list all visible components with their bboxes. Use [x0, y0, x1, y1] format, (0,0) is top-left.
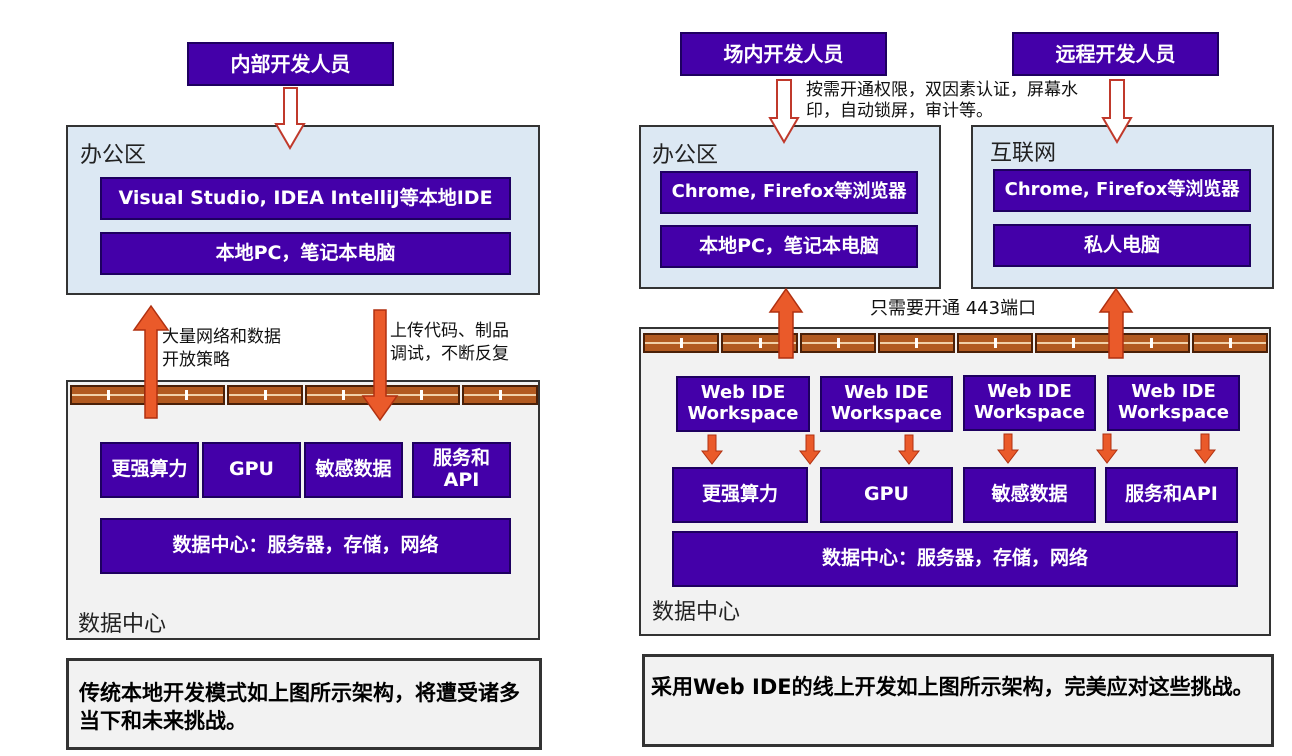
left-datacenter-label: 数据中心 [78, 612, 167, 637]
local-ide-box: Visual Studio, IDEA IntelliJ等本地IDE [100, 177, 511, 220]
right-datacenter-base-box: 数据中心：服务器，存储，网络 [672, 531, 1238, 587]
web-ide-workspace-2: Web IDE Workspace [820, 376, 953, 432]
local-pc-box: 本地PC，笔记本电脑 [100, 232, 511, 275]
port-443-note: 只需要开通 443端口 [870, 298, 1037, 319]
right-datacenter-label: 数据中心 [652, 600, 741, 625]
arrow-up-icon [768, 287, 804, 359]
web-ide-workspace-1: Web IDE Workspace [676, 376, 810, 432]
right-office-label: 办公区 [652, 143, 719, 168]
left-note-network-policy: 大量网络和数据 开放策略 [162, 327, 281, 370]
private-pc-box: 私人电脑 [993, 224, 1251, 267]
left-office-label: 办公区 [80, 143, 147, 168]
right-compute-box: 更强算力 [672, 467, 808, 523]
right-gpu-box: GPU [820, 467, 953, 523]
right-sensitive-data-box: 敏感数据 [963, 467, 1096, 523]
arrow-down-icon [1101, 79, 1133, 144]
arrow-down-icon [700, 434, 724, 465]
arrow-down-icon [996, 433, 1020, 464]
internal-developer-box: 内部开发人员 [187, 42, 394, 86]
internet-browser-box: Chrome, Firefox等浏览器 [993, 169, 1251, 212]
arrow-up-icon [1098, 287, 1134, 359]
left-note-upload-debug: 上传代码、制品 调试，不断反复 [390, 321, 509, 364]
access-control-note: 按需开通权限，双因素认证，屏幕水 印，自动锁屏，审计等。 [806, 80, 1078, 122]
arrow-down-icon [274, 87, 306, 150]
arrow-down-icon [897, 434, 921, 465]
left-caption: 传统本地开发模式如上图所示架构，将遭受诸多当下和未来挑战。 [66, 658, 542, 750]
left-services-api-box: 服务和 API [412, 442, 511, 498]
left-datacenter-zone [66, 380, 540, 640]
left-firewall-icon [70, 385, 538, 405]
arrow-down-icon [798, 434, 822, 465]
right-services-api-box: 服务和API [1105, 467, 1238, 523]
remote-developer-box: 远程开发人员 [1012, 32, 1219, 76]
arrow-down-icon [361, 309, 399, 422]
arrow-up-icon [132, 304, 170, 419]
arrow-down-icon [768, 79, 800, 144]
arrow-down-icon [1095, 433, 1119, 464]
right-office-pc-box: 本地PC，笔记本电脑 [660, 225, 918, 268]
right-office-browser-box: Chrome, Firefox等浏览器 [660, 171, 918, 214]
left-gpu-box: GPU [202, 442, 301, 498]
right-caption: 采用Web IDE的线上开发如上图所示架构，完美应对这些挑战。 [642, 654, 1274, 747]
web-ide-workspace-4: Web IDE Workspace [1107, 375, 1240, 431]
internet-label: 互联网 [990, 141, 1057, 166]
onsite-developer-box: 场内开发人员 [680, 32, 887, 76]
web-ide-workspace-3: Web IDE Workspace [963, 375, 1096, 431]
left-datacenter-base-box: 数据中心：服务器，存储，网络 [100, 518, 511, 574]
left-compute-box: 更强算力 [100, 442, 199, 498]
left-sensitive-data-box: 敏感数据 [304, 442, 403, 498]
arrow-down-icon [1193, 433, 1217, 464]
